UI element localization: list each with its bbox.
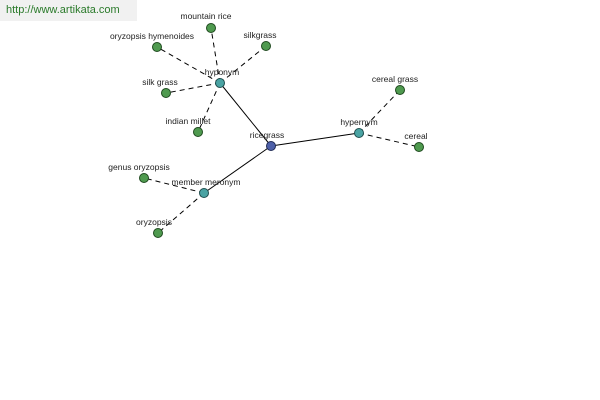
node-rice-grass[interactable] [266,141,276,151]
node-label-member-meronym[interactable]: member meronym [172,177,241,187]
node-silkgrass[interactable] [261,41,271,51]
edge-hyponym-to-silkgrass [219,45,267,84]
edge-hypernym-to-cereal-grass [358,89,401,134]
node-silk-grass[interactable] [161,88,171,98]
site-url-watermark[interactable]: http://www.artikata.com [0,0,137,21]
edge-member-meronym-to-oryzopsis [157,192,205,234]
node-oryzopsis-hymenoides[interactable] [152,42,162,52]
node-label-rice-grass[interactable]: ricegrass [250,130,284,140]
node-mountain-rice[interactable] [206,23,216,33]
node-oryzopsis[interactable] [153,228,163,238]
edge-member-meronym-to-genus-oryzopsis [143,177,205,194]
node-label-oryzopsis[interactable]: oryzopsis [136,217,172,227]
node-label-mountain-rice[interactable]: mountain rice [180,11,231,21]
node-label-indian-millet[interactable]: indian millet [166,116,212,126]
node-member-meronym[interactable] [199,188,209,198]
nodes-layer [139,23,424,238]
edge-hyponym-to-mountain-rice [210,27,221,84]
node-label-silkgrass[interactable]: silkgrass [243,30,276,40]
edge-rice-grass-to-hypernym [270,132,360,147]
node-label-cereal[interactable]: cereal [404,131,427,141]
edges-layer [143,27,420,234]
edge-rice-grass-to-hyponym [219,82,272,147]
node-hyponym[interactable] [215,78,225,88]
node-cereal[interactable] [414,142,424,152]
node-label-silk-grass[interactable]: silk grass [142,77,177,87]
edge-hyponym-to-silk-grass [165,82,221,94]
edge-hyponym-to-oryzopsis-hymenoides [156,46,221,84]
node-label-genus-oryzopsis[interactable]: genus oryzopsis [108,162,169,172]
labels-layer: ricegrass hyponym hypernym member meronym mo… [108,11,427,227]
edge-rice-grass-to-member-meronym [203,145,272,194]
node-label-hypernym[interactable]: hypernym [340,117,377,127]
node-hypernym[interactable] [354,128,364,138]
node-genus-oryzopsis[interactable] [139,173,149,183]
node-indian-millet[interactable] [193,127,203,137]
edge-hypernym-to-cereal [358,132,420,148]
node-cereal-grass[interactable] [395,85,405,95]
node-label-cereal-grass[interactable]: cereal grass [372,74,418,84]
node-label-oryzopsis-hymenoides[interactable]: oryzopsis hymenoides [110,31,194,41]
node-label-hyponym[interactable]: hyponym [205,67,240,77]
